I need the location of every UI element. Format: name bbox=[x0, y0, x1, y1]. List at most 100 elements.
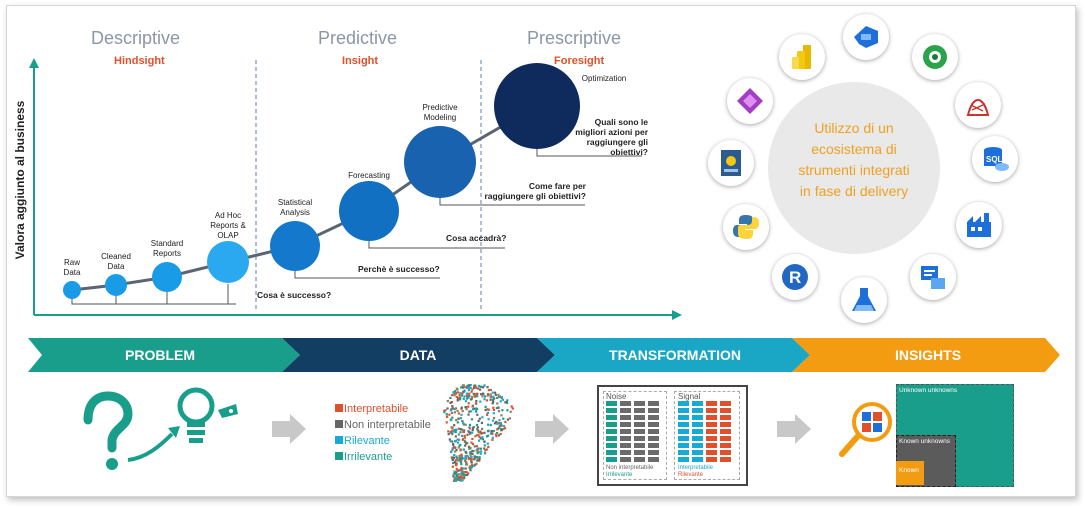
data-point bbox=[462, 386, 465, 389]
data-point bbox=[453, 445, 456, 448]
data-point bbox=[470, 466, 474, 469]
data-point bbox=[462, 467, 465, 470]
data-point bbox=[504, 420, 507, 424]
data-point bbox=[459, 461, 463, 464]
grid-cell bbox=[634, 408, 645, 413]
data-point bbox=[471, 427, 474, 430]
data-point bbox=[459, 392, 462, 395]
grid-cell bbox=[692, 408, 703, 413]
data-point bbox=[463, 436, 467, 439]
data-point bbox=[451, 394, 454, 397]
data-point bbox=[497, 422, 500, 425]
problem-graphic bbox=[83, 387, 238, 470]
data-point bbox=[481, 438, 484, 441]
data-point bbox=[449, 409, 452, 412]
data-point bbox=[456, 388, 459, 391]
data-point bbox=[490, 430, 493, 433]
data-point bbox=[499, 422, 502, 425]
sql-server-icon bbox=[955, 82, 1001, 128]
data-point bbox=[451, 465, 454, 468]
data-point bbox=[489, 398, 492, 401]
data-point bbox=[460, 406, 463, 409]
data-point bbox=[472, 449, 475, 453]
data-point bbox=[462, 397, 465, 400]
ecosystem-circle bbox=[768, 82, 940, 254]
data-point bbox=[469, 431, 472, 434]
data-point bbox=[462, 430, 466, 434]
data-point bbox=[481, 436, 484, 439]
data-point bbox=[450, 450, 453, 453]
data-point bbox=[463, 439, 466, 442]
data-point bbox=[468, 392, 471, 395]
data-point bbox=[459, 396, 462, 399]
data-point bbox=[458, 427, 461, 430]
stage-circle-statistical-analysis bbox=[270, 221, 320, 271]
powerapps-icon bbox=[727, 78, 773, 124]
data-point bbox=[489, 423, 492, 427]
data-point bbox=[465, 392, 468, 395]
data-point bbox=[472, 386, 476, 389]
data-point bbox=[476, 458, 479, 461]
data-point bbox=[485, 399, 489, 402]
stage-circle-adhoc-reports bbox=[207, 241, 249, 283]
data-point bbox=[486, 448, 489, 451]
grid-cell bbox=[706, 457, 717, 462]
data-factory-icon bbox=[956, 202, 1002, 248]
data-point bbox=[474, 384, 477, 387]
data-point bbox=[453, 429, 456, 432]
data-point bbox=[460, 454, 463, 458]
x-axis-arrowhead bbox=[672, 310, 682, 320]
data-point bbox=[491, 419, 495, 422]
data-point bbox=[465, 471, 468, 474]
pipeline-arrow-problem bbox=[28, 338, 300, 372]
data-point bbox=[475, 445, 478, 448]
data-point bbox=[478, 456, 481, 459]
data-point bbox=[477, 450, 480, 453]
stage-circle-standard-reports bbox=[152, 262, 182, 292]
pipeline-label-insights: INSIGHTS bbox=[894, 347, 962, 363]
data-point bbox=[491, 432, 494, 435]
data-point bbox=[445, 413, 448, 416]
data-point bbox=[494, 433, 498, 436]
data-point bbox=[469, 384, 472, 387]
question-what-will-happen: Cosa accadrà? bbox=[446, 233, 507, 243]
data-point bbox=[483, 447, 486, 450]
data-point bbox=[452, 461, 455, 465]
data-point bbox=[463, 429, 466, 432]
data-point bbox=[492, 412, 495, 415]
data-point bbox=[475, 386, 478, 389]
data-point bbox=[452, 443, 455, 446]
data-point bbox=[474, 435, 477, 438]
grid-cell bbox=[720, 457, 731, 462]
data-point bbox=[450, 401, 453, 404]
data-point bbox=[461, 438, 464, 441]
data-point bbox=[483, 452, 487, 455]
data-point bbox=[457, 478, 460, 481]
dataverse-icon bbox=[912, 34, 958, 80]
data-point bbox=[464, 400, 467, 403]
grid-cell bbox=[648, 408, 659, 413]
data-point bbox=[476, 429, 480, 432]
data-point bbox=[470, 455, 473, 458]
data-point bbox=[454, 439, 457, 442]
data-point bbox=[454, 407, 457, 410]
svg-text:R: R bbox=[789, 268, 801, 287]
data-point bbox=[456, 438, 459, 441]
data-point bbox=[487, 423, 490, 426]
r-icon: R bbox=[772, 254, 818, 300]
grid-cell bbox=[720, 443, 731, 448]
data-point bbox=[468, 431, 471, 434]
data-point bbox=[501, 409, 504, 412]
data-point bbox=[504, 401, 507, 404]
data-point bbox=[451, 416, 454, 419]
data-point bbox=[451, 447, 454, 450]
grid-cell bbox=[692, 450, 703, 455]
data-point bbox=[489, 395, 492, 398]
data-point bbox=[455, 462, 458, 465]
data-point bbox=[456, 470, 459, 473]
data-point bbox=[459, 468, 462, 471]
data-point bbox=[495, 420, 498, 423]
leader-line bbox=[536, 149, 642, 157]
phase-title-prescriptive: Prescriptive bbox=[527, 28, 622, 48]
